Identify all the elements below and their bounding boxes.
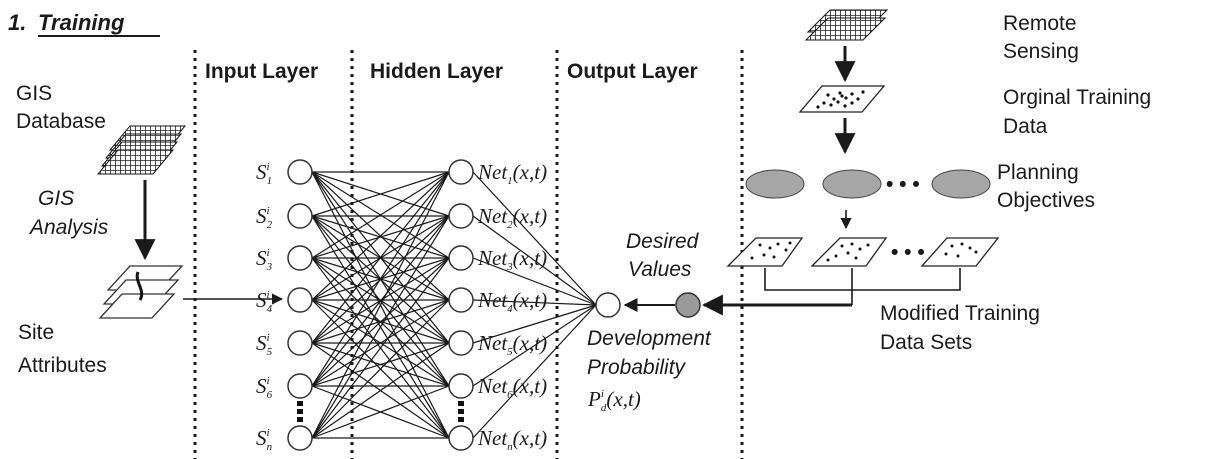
hidden-output-connection	[472, 257, 597, 306]
modified-training-data-label-line1: Modified Training	[880, 302, 1040, 325]
modified-data-ellipsis: • • •	[891, 241, 925, 264]
input-hidden-connection	[311, 257, 450, 387]
hidden-output-connection	[472, 215, 597, 306]
input-hidden-connection	[311, 215, 450, 439]
hidden-node	[448, 287, 474, 313]
input-node	[287, 373, 313, 399]
gis-database-icon	[96, 125, 187, 175]
desired-values-label-line1: Desired	[626, 230, 700, 253]
input-node	[287, 159, 313, 185]
site-attributes-label-line1: Site	[18, 321, 54, 344]
hidden-node-label: Net5(x,t)	[477, 331, 547, 358]
hidden-node-label: Net4(x,t)	[477, 288, 547, 315]
hidden-node	[448, 425, 474, 451]
input-node	[287, 287, 313, 313]
input-hidden-connection	[311, 299, 450, 387]
hidden-node	[448, 245, 474, 271]
hidden-output-connection	[472, 304, 597, 439]
hidden-output-connection	[472, 304, 597, 387]
output-node	[595, 292, 621, 318]
planning-objective-ellipse	[822, 169, 882, 199]
output-layer-label: Output Layer	[567, 60, 698, 83]
input-hidden-connection	[311, 299, 450, 439]
input-hidden-connection	[311, 171, 450, 301]
original-training-data-label-line2: Data	[1003, 115, 1048, 138]
site-attributes-label-line2: Attributes	[18, 354, 107, 377]
modified-training-data-label-line2: Data Sets	[880, 331, 972, 354]
hidden-output-connection	[472, 304, 597, 344]
input-node	[287, 330, 313, 356]
hidden-layer-nodes: Net1(x,t) Net2(x,t) Net3(x,t) Net4(x,t) Net5…	[448, 159, 547, 453]
input-layer-label: Input Layer	[205, 60, 318, 83]
input-hidden-connection	[311, 342, 450, 439]
development-probability-label-line2: Probability	[587, 356, 687, 379]
hidden-ellipsis-dots	[458, 401, 464, 422]
hidden-node-label: Netn(x,t)	[477, 426, 547, 453]
hidden-output-connection	[472, 171, 597, 306]
gis-analysis-label-line2: Analysis	[28, 216, 109, 239]
hidden-node-label: Net3(x,t)	[477, 246, 547, 273]
input-node	[287, 245, 313, 271]
input-hidden-connection	[311, 215, 450, 259]
input-hidden-connection	[311, 171, 450, 387]
input-hidden-connection	[311, 257, 450, 439]
gis-analysis-label-line1: GIS	[38, 187, 74, 210]
hidden-layer-label: Hidden Layer	[370, 60, 503, 83]
original-training-data-icon	[798, 85, 886, 113]
input-ellipsis-dots	[297, 401, 303, 422]
site-attributes-icon	[98, 265, 184, 319]
hidden-node	[448, 373, 474, 399]
hidden-output-connection	[472, 299, 597, 306]
input-hidden-connection	[311, 171, 450, 344]
input-hidden-connection	[311, 171, 450, 439]
hidden-node	[448, 203, 474, 229]
input-node	[287, 203, 313, 229]
planning-objectives-label-line2: Objectives	[997, 189, 1095, 212]
planning-objectives-ellipses	[745, 169, 991, 199]
input-hidden-connection	[311, 171, 450, 217]
gis-database-label-line2: Database	[16, 110, 106, 133]
diagram-title-number: 1.	[8, 10, 26, 35]
remote-sensing-label-line2: Sensing	[1003, 40, 1079, 63]
gis-database-label-line1: GIS	[16, 82, 52, 105]
hidden-node	[448, 330, 474, 356]
hidden-node-label: Net2(x,t)	[477, 204, 547, 231]
hidden-node	[448, 159, 474, 185]
original-training-data-label-line1: Orginal Training	[1003, 86, 1151, 109]
modified-training-data-icons	[726, 237, 1000, 267]
input-hidden-connection	[311, 171, 450, 259]
planning-objectives-label-line1: Planning	[997, 161, 1079, 184]
modified-data-bracket	[764, 268, 961, 291]
desired-value-node	[675, 292, 701, 318]
remote-sensing-icon	[804, 9, 889, 41]
planning-objectives-ellipsis: • • •	[886, 173, 920, 196]
input-hidden-connection	[311, 385, 450, 439]
diagram-title: Training	[38, 10, 125, 35]
planning-objective-ellipse	[931, 169, 991, 199]
desired-values-label-line2: Values	[628, 258, 692, 281]
hidden-node-label: Net1(x,t)	[477, 160, 547, 187]
remote-sensing-label-line1: Remote	[1003, 12, 1077, 35]
modified-training-data-dots	[750, 241, 978, 262]
input-hidden-connection	[311, 215, 450, 387]
hidden-node-label: Net6(x,t)	[477, 374, 547, 401]
network-connections	[311, 171, 597, 439]
input-node	[287, 425, 313, 451]
development-probability-label-line1: Development	[587, 327, 712, 350]
input-hidden-connection	[311, 342, 450, 387]
planning-objective-ellipse	[745, 169, 805, 199]
